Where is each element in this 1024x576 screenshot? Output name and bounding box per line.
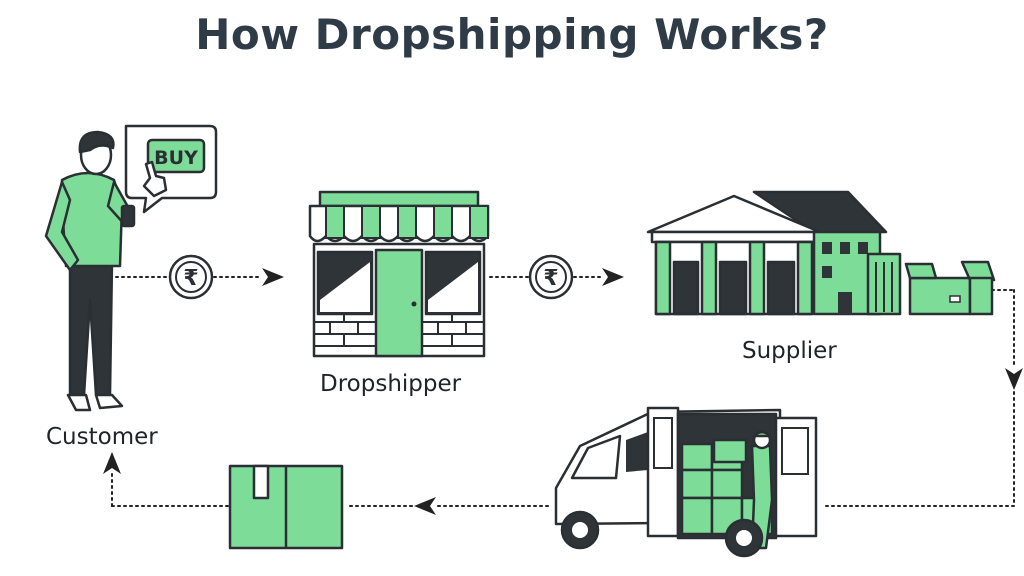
dropshipper-store bbox=[308, 190, 490, 358]
store-bricks bbox=[314, 314, 484, 347]
customer-figure bbox=[44, 130, 136, 412]
connector-customer-to-dropshipper bbox=[115, 268, 284, 286]
payment-coin-1: ₹ bbox=[168, 254, 214, 300]
arrowhead-left bbox=[414, 497, 436, 515]
buy-speech-bubble: BUY bbox=[124, 124, 218, 214]
connector-van-to-package bbox=[345, 497, 549, 515]
label-supplier: Supplier bbox=[742, 338, 837, 364]
open-box-icon bbox=[904, 260, 996, 316]
arrowhead-up bbox=[103, 452, 121, 474]
label-customer: Customer bbox=[46, 424, 158, 450]
package-box-icon bbox=[228, 464, 344, 550]
customer-hair bbox=[78, 130, 115, 154]
rupee-icon: ₹ bbox=[543, 266, 558, 291]
van-windshield bbox=[570, 434, 622, 480]
pointing-hand-icon bbox=[142, 160, 168, 198]
connector-dropshipper-to-supplier bbox=[489, 268, 624, 286]
delivery-van bbox=[554, 406, 818, 558]
warehouse-bays bbox=[672, 260, 796, 316]
customer-legs bbox=[68, 260, 114, 397]
customer-arm-left bbox=[44, 180, 80, 272]
buy-button bbox=[146, 138, 206, 174]
arrowhead-right bbox=[262, 268, 284, 286]
phone-icon bbox=[120, 204, 136, 228]
label-dropshipper: Dropshipper bbox=[320, 371, 462, 397]
customer-hoodie bbox=[60, 171, 124, 268]
payment-coin-2: ₹ bbox=[528, 254, 574, 300]
diagram-title: How Dropshipping Works? bbox=[195, 10, 829, 59]
warehouse-roof-right bbox=[752, 190, 888, 234]
supplier-warehouse bbox=[646, 190, 996, 316]
connector-package-to-customer bbox=[103, 452, 229, 507]
rupee-icon: ₹ bbox=[183, 266, 198, 291]
arrowhead-right bbox=[602, 268, 624, 286]
store-awning bbox=[308, 204, 490, 243]
warehouse-columns bbox=[654, 240, 814, 316]
van-door-right bbox=[774, 416, 818, 538]
warehouse-windows bbox=[822, 242, 868, 314]
store-roof-bar bbox=[318, 190, 480, 208]
arrowhead-down bbox=[1005, 368, 1023, 390]
customer-shoe-right bbox=[94, 393, 124, 410]
delivery-worker bbox=[712, 430, 774, 550]
customer-shoe-left bbox=[66, 393, 92, 412]
connector-supplier-to-van bbox=[823, 289, 1023, 507]
van-side-window bbox=[626, 432, 648, 472]
buy-label: BUY bbox=[154, 147, 198, 169]
